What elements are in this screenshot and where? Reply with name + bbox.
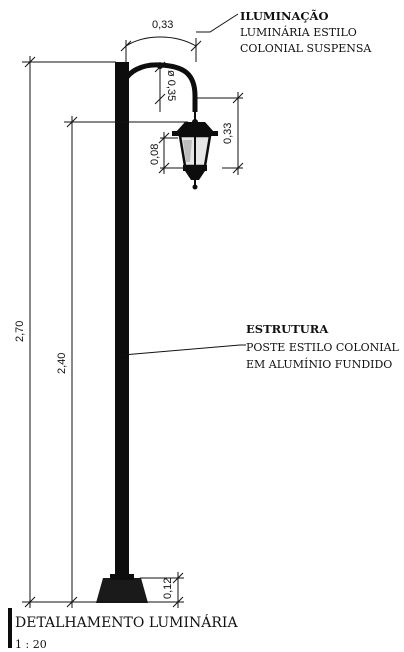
pole xyxy=(115,62,129,580)
structure-note-line2: EM ALUMÍNIO FUNDIDO xyxy=(246,357,392,371)
lighting-note-line1: LUMINÁRIA ESTILO xyxy=(240,25,357,39)
dim-total-height: 2,70 xyxy=(14,321,26,342)
lantern xyxy=(172,110,218,190)
dim-lamp-drop: 0,33 xyxy=(222,123,234,144)
dim-arm-width: 0,33 xyxy=(152,19,173,31)
dim-lamp-base: 0,08 xyxy=(149,144,161,165)
structure-note-heading: ESTRUTURA xyxy=(246,322,329,336)
dimension-lines xyxy=(22,13,246,608)
dim-base-height: 0,12 xyxy=(162,578,174,599)
pole-arm xyxy=(119,62,198,112)
lighting-note-heading: ILUMINAÇÃO xyxy=(240,9,329,23)
pole-base xyxy=(96,578,148,603)
drawing-scale: 1 : 20 xyxy=(15,638,47,651)
structure-note-line1: POSTE ESTILO COLONIAL xyxy=(246,341,400,354)
pole-base-top xyxy=(110,574,134,580)
lighting-note-line2: COLONIAL SUSPENSA xyxy=(240,42,372,55)
drawing-title: DETALHAMENTO LUMINÁRIA xyxy=(15,613,238,631)
title-bar xyxy=(8,608,12,648)
dim-arm-diameter: ø 0,35 xyxy=(165,70,177,101)
dim-arm-height: 2,40 xyxy=(56,353,68,374)
